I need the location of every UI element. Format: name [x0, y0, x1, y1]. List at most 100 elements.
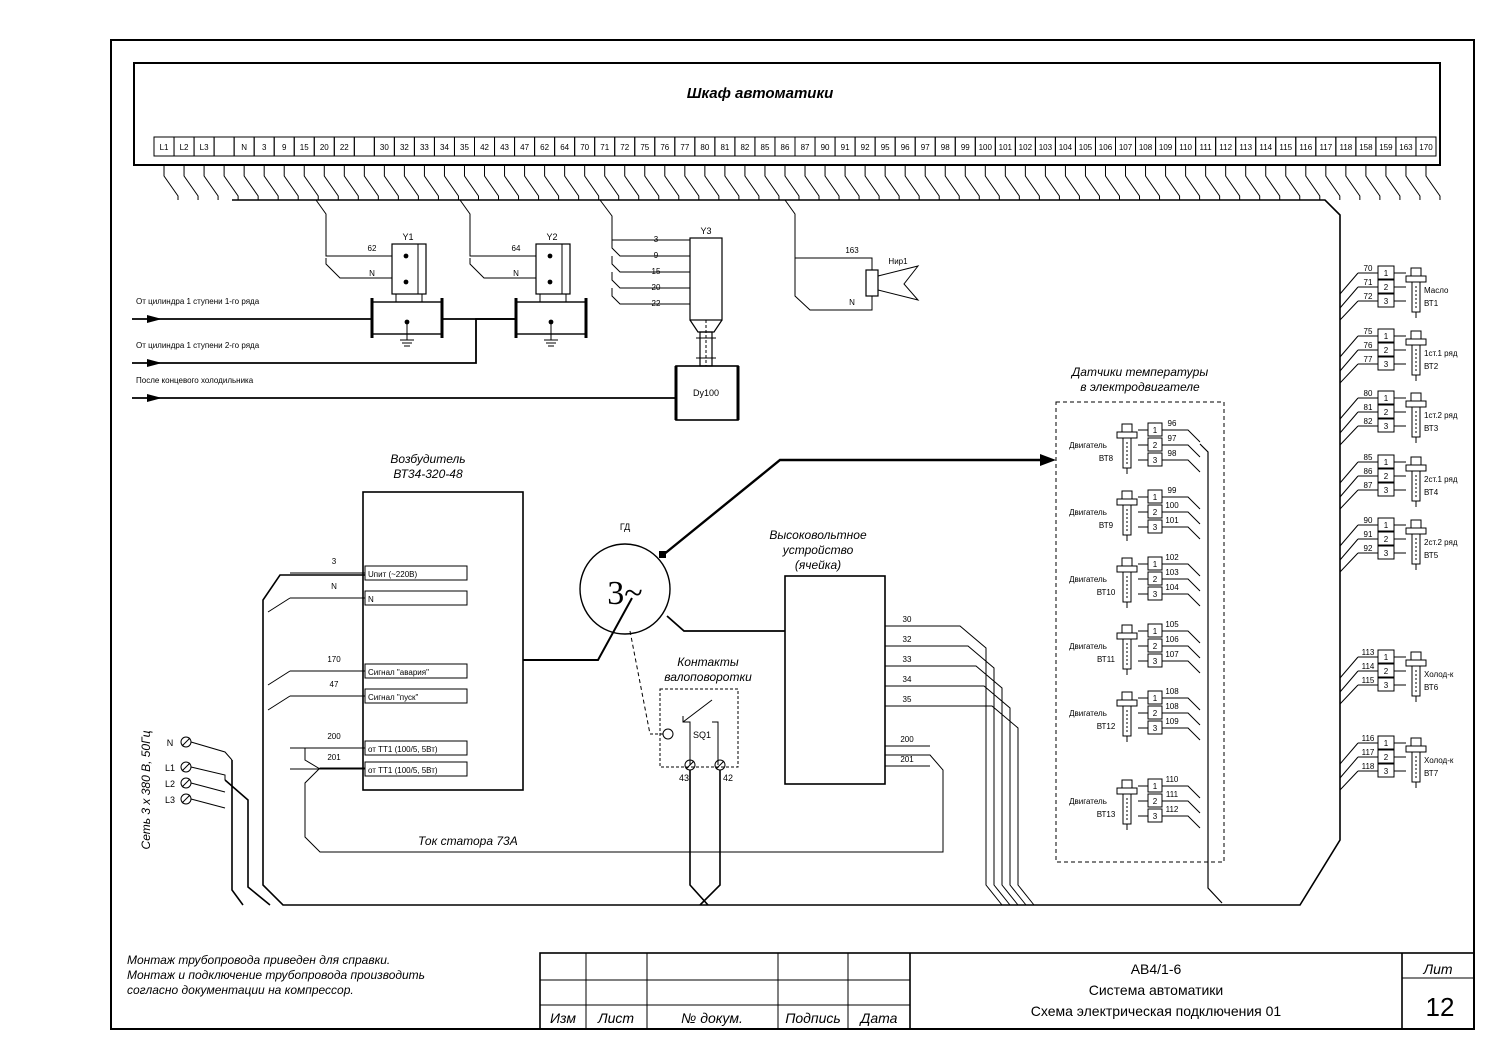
title-block	[539, 952, 1475, 1030]
terminal-lead	[804, 165, 820, 200]
terminal-lead	[584, 165, 600, 200]
hv-box	[784, 575, 886, 785]
sensor-wire-label: 92	[1364, 544, 1373, 553]
motor-sensor-wire: 108	[1165, 687, 1179, 696]
motor-sensor-label-2: ВТ10	[1097, 588, 1116, 597]
motor-sensor-label-1: Двигатель	[1069, 797, 1107, 806]
motor-sensor-pin: 2	[1153, 642, 1158, 651]
terminal-label: L2	[180, 143, 189, 152]
hv-wire-label: 30	[903, 615, 912, 624]
sensor-wire-label: 86	[1364, 467, 1373, 476]
terminal-label: 71	[600, 143, 609, 152]
contacts-box	[659, 688, 739, 768]
terminal-label: 110	[1179, 143, 1192, 152]
motor-sensor-wire: 97	[1168, 434, 1177, 443]
motor-sensors-box	[1055, 401, 1225, 863]
sensor-pin: 1	[1384, 653, 1389, 662]
motor-sensor-wire: 110	[1166, 775, 1179, 784]
terminal-lead	[323, 165, 339, 200]
sensor-wire-label: 72	[1364, 292, 1373, 301]
motor-sensor-pin: 1	[1153, 782, 1158, 791]
terminal-label: 22	[340, 143, 349, 152]
terminal-label: 95	[881, 143, 890, 152]
y3-wire-label: 9	[654, 251, 659, 260]
sensor-wire-label: 77	[1364, 355, 1373, 364]
motor-sensor-label-1: Двигатель	[1069, 441, 1107, 450]
exciter-box	[362, 491, 524, 791]
terminal-lead	[1084, 165, 1100, 200]
stator-current-label: Ток статора 73А	[418, 834, 518, 848]
motor-sensor-label-1: Двигатель	[1069, 642, 1107, 651]
sensor-label-2: ВТ4	[1424, 488, 1439, 497]
exciter-title-2: ВТ34-320-48	[393, 467, 463, 481]
terminal-label: L1	[160, 143, 169, 152]
motor-sensor-pin: 3	[1153, 523, 1158, 532]
hv-title-2: устройство	[782, 543, 854, 557]
terminal-label: 30	[380, 143, 389, 152]
motor-sensor-pin: 3	[1153, 812, 1158, 821]
sensor-pin: 3	[1384, 297, 1389, 306]
motor-sensor-wire: 96	[1168, 419, 1177, 428]
terminal-lead	[1064, 165, 1080, 200]
terminal-label: 9	[282, 143, 287, 152]
terminal-lead	[1225, 165, 1241, 200]
terminal-lead	[303, 165, 319, 200]
hv-wire-label: 201	[900, 755, 914, 764]
terminal-lead	[1165, 165, 1181, 200]
valve-bottom-wire: N	[513, 269, 519, 278]
terminal-lead	[964, 165, 980, 200]
terminal-lead	[924, 165, 940, 200]
title-block-column: Подпись	[785, 1010, 841, 1026]
motor-sensor-label-2: ВТ11	[1097, 655, 1116, 664]
sensor-label-1: 1ст.2 ряд	[1424, 411, 1458, 420]
hv-wire-label: 34	[903, 675, 912, 684]
motor-sensor-pin: 1	[1153, 694, 1158, 703]
exciter-row-wire: 200	[327, 732, 341, 741]
valve-coil	[391, 243, 427, 295]
note-line: Монтаж и подключение трубопровода произв…	[127, 968, 425, 982]
sensor-pin: 3	[1384, 486, 1389, 495]
motor-sensor-wire: 101	[1165, 516, 1179, 525]
title-block-column: Изм	[550, 1010, 576, 1026]
y3-wire-label: 3	[654, 235, 659, 244]
sensor-wire-label: 81	[1364, 403, 1373, 412]
motor-sensor-wire: 108	[1165, 702, 1179, 711]
motor-sensors-title-1: Датчики температуры	[1070, 365, 1208, 379]
terminal-label: 82	[740, 143, 749, 152]
sensor-pin: 3	[1384, 360, 1389, 369]
terminal-label: 72	[620, 143, 629, 152]
terminal-lead	[163, 165, 179, 200]
terminal-cell	[353, 136, 375, 157]
exciter-title-1: Возбудитель	[390, 452, 465, 466]
terminal-lead	[423, 165, 439, 200]
terminal-lead	[604, 165, 620, 200]
sensor-pin: 1	[1384, 269, 1389, 278]
sensor-label-1: Масло	[1424, 286, 1449, 295]
supply-label: Сеть 3 х 380 В, 50Гц	[139, 730, 153, 849]
motor-sensor-pin: 2	[1153, 797, 1158, 806]
terminal-lead	[403, 165, 419, 200]
terminal-label: 97	[921, 143, 930, 152]
terminal-label: 102	[1019, 143, 1033, 152]
motor-sensor-pin: 2	[1153, 508, 1158, 517]
sensor-label-1: Холод-к	[1424, 670, 1454, 679]
exciter-row-wire: 3	[332, 557, 337, 566]
terminal-label: 108	[1139, 143, 1153, 152]
sensor-label-2: ВТ3	[1424, 424, 1439, 433]
valve-label: Y1	[402, 232, 413, 242]
terminal-lead	[884, 165, 900, 200]
terminal-label: 111	[1200, 143, 1213, 152]
sensor-pin: 2	[1384, 283, 1389, 292]
sheet-number: 12	[1426, 992, 1455, 1022]
sensor-label-1: 2ст.2 ряд	[1424, 538, 1458, 547]
sensor-label-2: ВТ6	[1424, 683, 1439, 692]
terminal-label: 3	[262, 143, 267, 152]
terminal-cell	[213, 136, 235, 157]
terminal-lead	[824, 165, 840, 200]
horn-label: Нир1	[888, 257, 908, 266]
terminal-label: 76	[660, 143, 669, 152]
